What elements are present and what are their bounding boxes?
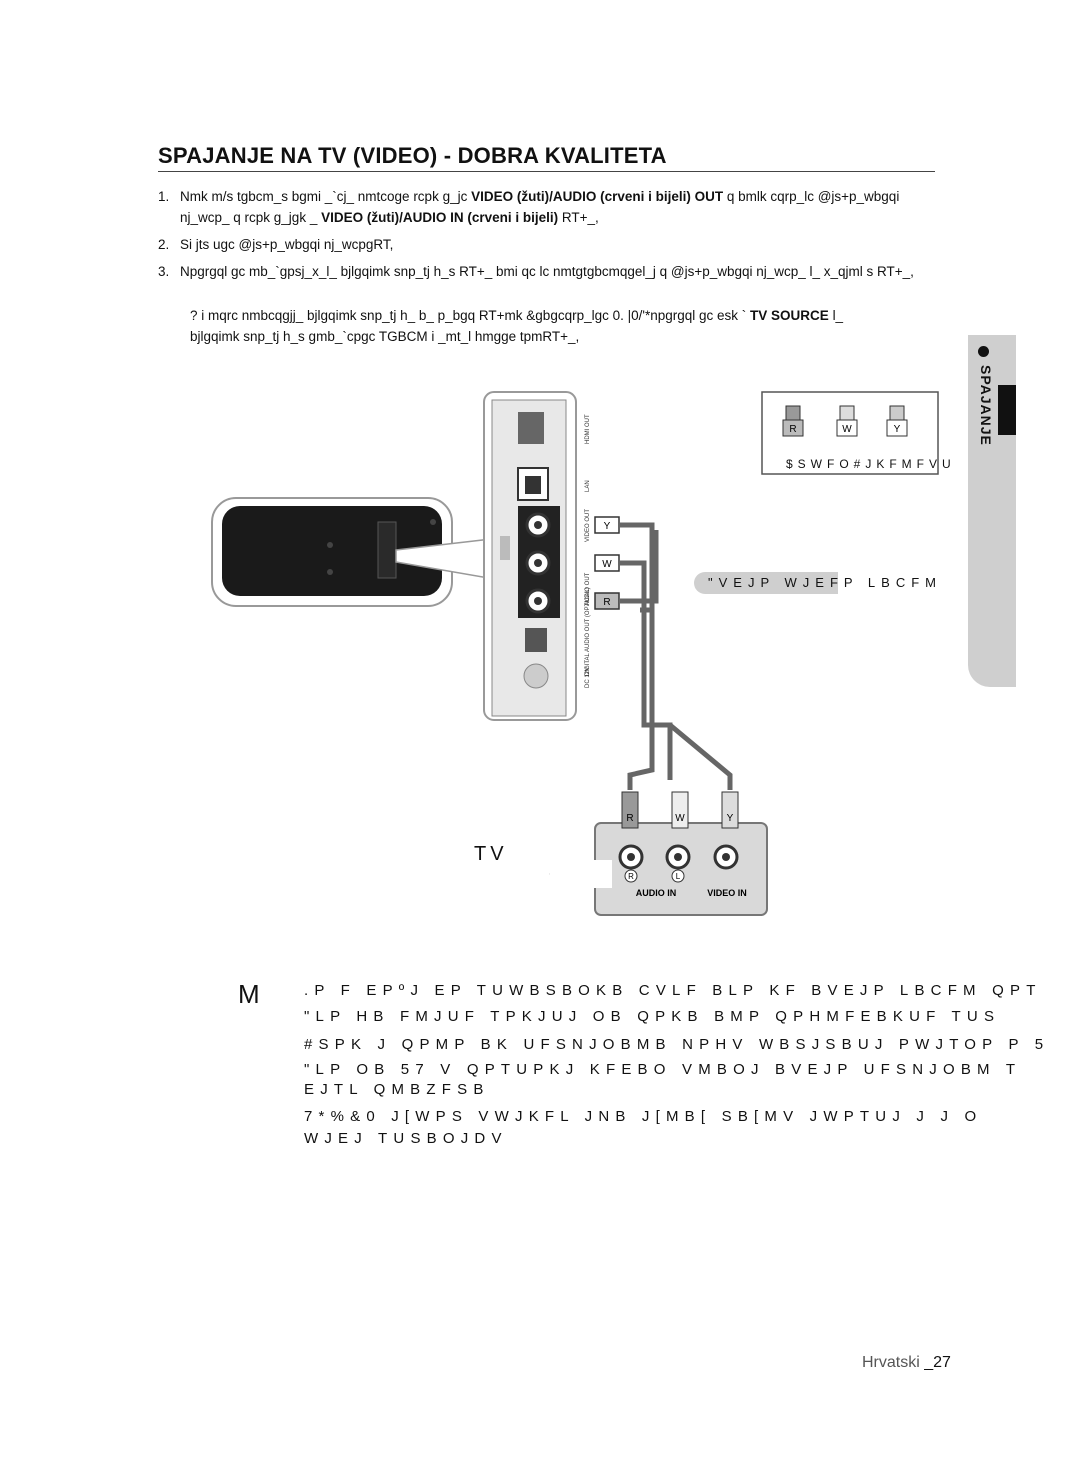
page-footer: Hrvatski _27 bbox=[862, 1354, 951, 1372]
step-bold-term: VIDEO (žuti)/AUDIO (crveni i bijeli) OUT bbox=[471, 189, 724, 204]
step-number: 2. bbox=[158, 237, 170, 252]
note-text: l_ bbox=[832, 308, 844, 323]
plug-label: Y bbox=[894, 424, 901, 435]
bullet-icon bbox=[978, 346, 989, 357]
step-2: 2. Si jts ugc @js+p_wbgqi nj_wcpgRT, bbox=[158, 234, 938, 255]
step-number: 1. bbox=[158, 189, 170, 204]
note-line: WJEJ TUSBOJDV bbox=[304, 1130, 508, 1147]
step-number: 3. bbox=[158, 264, 170, 279]
title-underline bbox=[158, 171, 935, 172]
page-number: _27 bbox=[924, 1354, 951, 1371]
step-text-part: q bmlk cqrp_lc @js+p_wbgqi nj_wcp_ q rcp… bbox=[180, 189, 900, 225]
note-line: #SPK J QPMP BK UFSNJOBMB NPHV WBSJSBUJ P… bbox=[304, 1036, 1050, 1053]
side-tab-label: SPAJANJE bbox=[978, 365, 994, 446]
tv-panel: R W Y R L AUDIO IN VIDEO IN bbox=[549, 791, 768, 916]
audio-video-cable-label: "VEJP WJEFP LBCFM bbox=[694, 572, 942, 594]
player-body-illustration bbox=[211, 497, 501, 607]
plug-label: W bbox=[842, 424, 852, 435]
plug-label: Y bbox=[727, 813, 734, 824]
footer-language: Hrvatski bbox=[862, 1354, 920, 1371]
port-label-lan: LAN bbox=[585, 480, 591, 492]
note-text: bjlgqimk snp_tj h_s gmb_`cpgc TGBCM i _m… bbox=[190, 329, 580, 344]
page-title: SPAJANJE NA TV (VIDEO) - DOBRA KVALITETA bbox=[158, 143, 667, 168]
note-line: .P F EPºJ EP TUWBSBOKB CVLF BLP KF BVEJP… bbox=[304, 982, 1042, 999]
step-bold-term: VIDEO (žuti)/AUDIO IN (crveni i bijeli) bbox=[321, 210, 559, 225]
step-text: Nmk m/s tgbcm_s bgmi _`cj_ nmtcoge rcpk … bbox=[180, 186, 938, 228]
plug-label: R bbox=[789, 424, 796, 435]
plug-label: W bbox=[602, 559, 612, 570]
step-3: 3. Npgrgql gc mb_`gpsj_x_l_ bjlgqimk snp… bbox=[158, 261, 938, 282]
port-label-optical: DIGITAL AUDIO OUT (OPTICAL) bbox=[585, 587, 591, 676]
rca-cable-player-side bbox=[620, 522, 733, 790]
tv-video-in-label: VIDEO IN bbox=[707, 888, 747, 898]
tv-audio-in-label: AUDIO IN bbox=[636, 888, 677, 898]
note-line: "LP OB 57 V QPTUPKJ KFEBO VMBOJ BVEJP UF… bbox=[304, 1061, 1022, 1078]
jack-mark: R bbox=[628, 872, 634, 881]
step-note: ? i mqrc nmbcqgjj_ bjlgqimk snp_tj h_ b_… bbox=[190, 305, 910, 347]
note-bold-term: TV SOURCE bbox=[750, 308, 829, 323]
note-line: 7*%&0 J[WPS VWJKFL JNB J[MB[ SB[MV JWPTU… bbox=[304, 1108, 983, 1125]
side-tab-marker bbox=[998, 385, 1016, 435]
step-text: Si jts ugc @js+p_wbgqi nj_wcpgRT, bbox=[180, 237, 394, 252]
note-icon: M bbox=[238, 979, 260, 1009]
plug-label: Y bbox=[604, 521, 611, 532]
plug-label: W bbox=[675, 813, 685, 824]
step-text: Npgrgql gc mb_`gpsj_x_l_ bjlgqimk snp_tj… bbox=[180, 264, 914, 279]
port-label-audio-out: AUDIO OUT bbox=[585, 572, 591, 606]
player-back-panel bbox=[483, 391, 577, 721]
step-1: 1. Nmk m/s tgbcm_s bgmi _`cj_ nmtcoge rc… bbox=[158, 186, 938, 228]
step-text-part: Nmk m/s tgbcm_s bgmi _`cj_ nmtcoge rcpk … bbox=[180, 189, 468, 204]
step-text-part: RT+_, bbox=[561, 210, 599, 225]
cable-legend: R W Y bbox=[761, 391, 939, 475]
plug-label: R bbox=[626, 813, 633, 824]
port-label-hdmi: HDMI OUT bbox=[585, 414, 591, 444]
jack-mark: L bbox=[676, 872, 681, 881]
cable-legend-label: $SWFO#JKFMFVU bbox=[786, 457, 956, 471]
plug-label: R bbox=[603, 597, 610, 608]
note-line: EJTL QMBZFSB bbox=[304, 1081, 490, 1098]
note-text: ? i mqrc nmbcqgjj_ bjlgqimk snp_tj h_ b_… bbox=[190, 308, 747, 323]
port-label-dc: DC 12V bbox=[585, 667, 591, 688]
note-line: "LP HB FMJUF TPKJUJ OB QPKB BMP QPHMFEBK… bbox=[304, 1008, 1001, 1025]
port-label-video-out: VIDEO OUT bbox=[585, 509, 591, 542]
rca-plugs-player-side: Y W R bbox=[594, 516, 620, 610]
tv-label: TV bbox=[474, 843, 508, 865]
connection-diagram: HDMI OUT LAN VIDEO OUT AUDIO OUT DIGITAL… bbox=[211, 391, 939, 916]
